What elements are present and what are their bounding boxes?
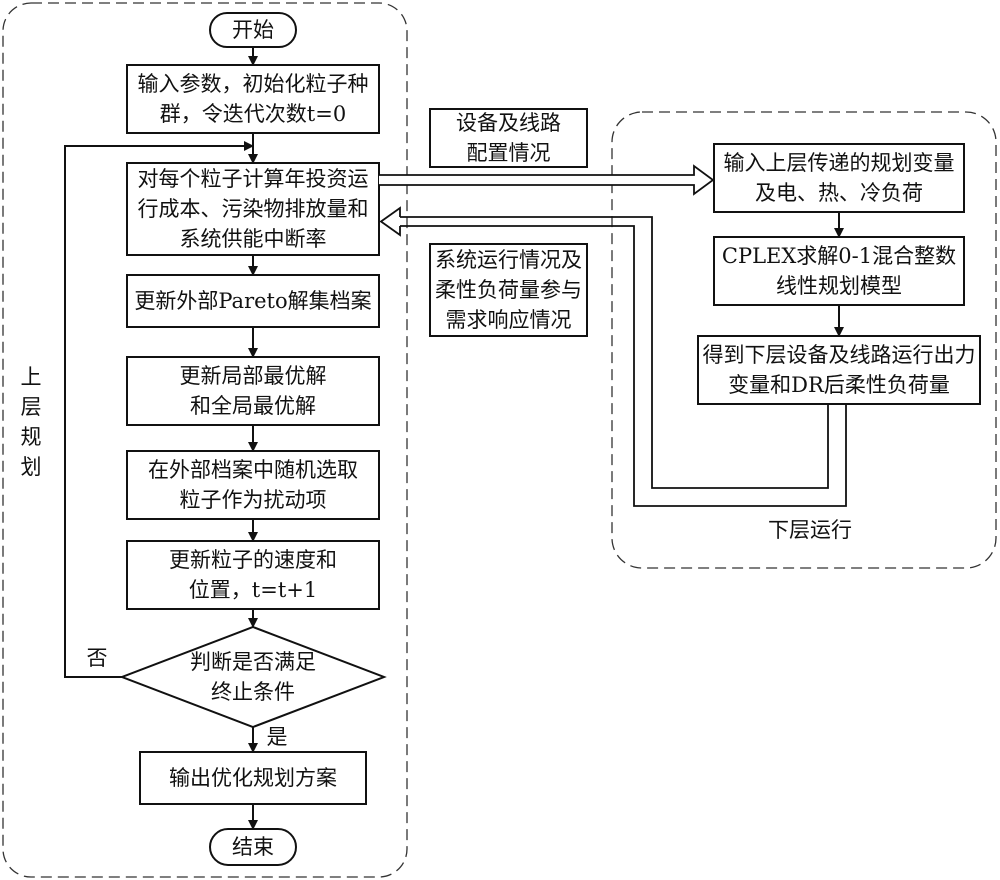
result-text: 得到下层设备及线路运行出力 变量和DR后柔性负荷量 <box>702 343 976 397</box>
yes-branch-label: 是 <box>266 725 288 749</box>
cplex-text: CPLEX求解0-1混合整数 线性规划模型 <box>721 244 957 298</box>
arrow-lower-to-upper <box>379 206 847 507</box>
feedback-note-text: 系统运行情况及 柔性负荷量参与 需求响应情况 <box>435 248 582 332</box>
decision-text: 判断是否满足 终止条件 <box>190 650 316 704</box>
upper-planning-group <box>2 2 408 878</box>
update-best-box <box>126 356 380 426</box>
loop-back-no-path <box>64 141 254 678</box>
input-params-box <box>126 64 380 134</box>
end-label: 结束 <box>232 835 274 859</box>
result-box <box>697 335 981 405</box>
update-pareto-box <box>126 274 380 328</box>
output-plan-text: 输出优化规划方案 <box>169 766 337 790</box>
input-vars-box <box>713 143 965 213</box>
update-velocity-text: 更新粒子的速度和 位置，t=t+1 <box>169 548 337 602</box>
no-branch-label: 否 <box>86 646 108 670</box>
arrow-upper-to-lower <box>379 164 715 196</box>
update-best-text: 更新局部最优解 和全局最优解 <box>179 364 327 418</box>
cplex-box <box>713 236 965 306</box>
random-select-box <box>126 450 380 520</box>
feedback-note-box <box>429 243 588 337</box>
start-label: 开始 <box>232 18 274 42</box>
random-select-text: 在外部档案中随机选取 粒子作为扰动项 <box>148 458 358 512</box>
upper-planning-label: 上 层 规 划 <box>20 365 42 479</box>
input-vars-text: 输入上层传递的规划变量 及电、热、冷负荷 <box>723 151 955 205</box>
input-params-text: 输入参数，初始化粒子种 群，令迭代次数t=0 <box>137 72 369 126</box>
config-note-text: 设备及线路 配置情况 <box>456 111 561 165</box>
config-note-box <box>429 108 588 168</box>
lower-operation-label: 下层运行 <box>768 518 852 542</box>
compute-costs-text: 对每个粒子计算年投资运 行成本、污染物排放量和 系统供能中断率 <box>137 167 369 251</box>
update-pareto-text: 更新外部Pareto解集档案 <box>134 289 372 313</box>
compute-costs-box <box>126 162 380 256</box>
lower-operation-group <box>611 111 997 569</box>
